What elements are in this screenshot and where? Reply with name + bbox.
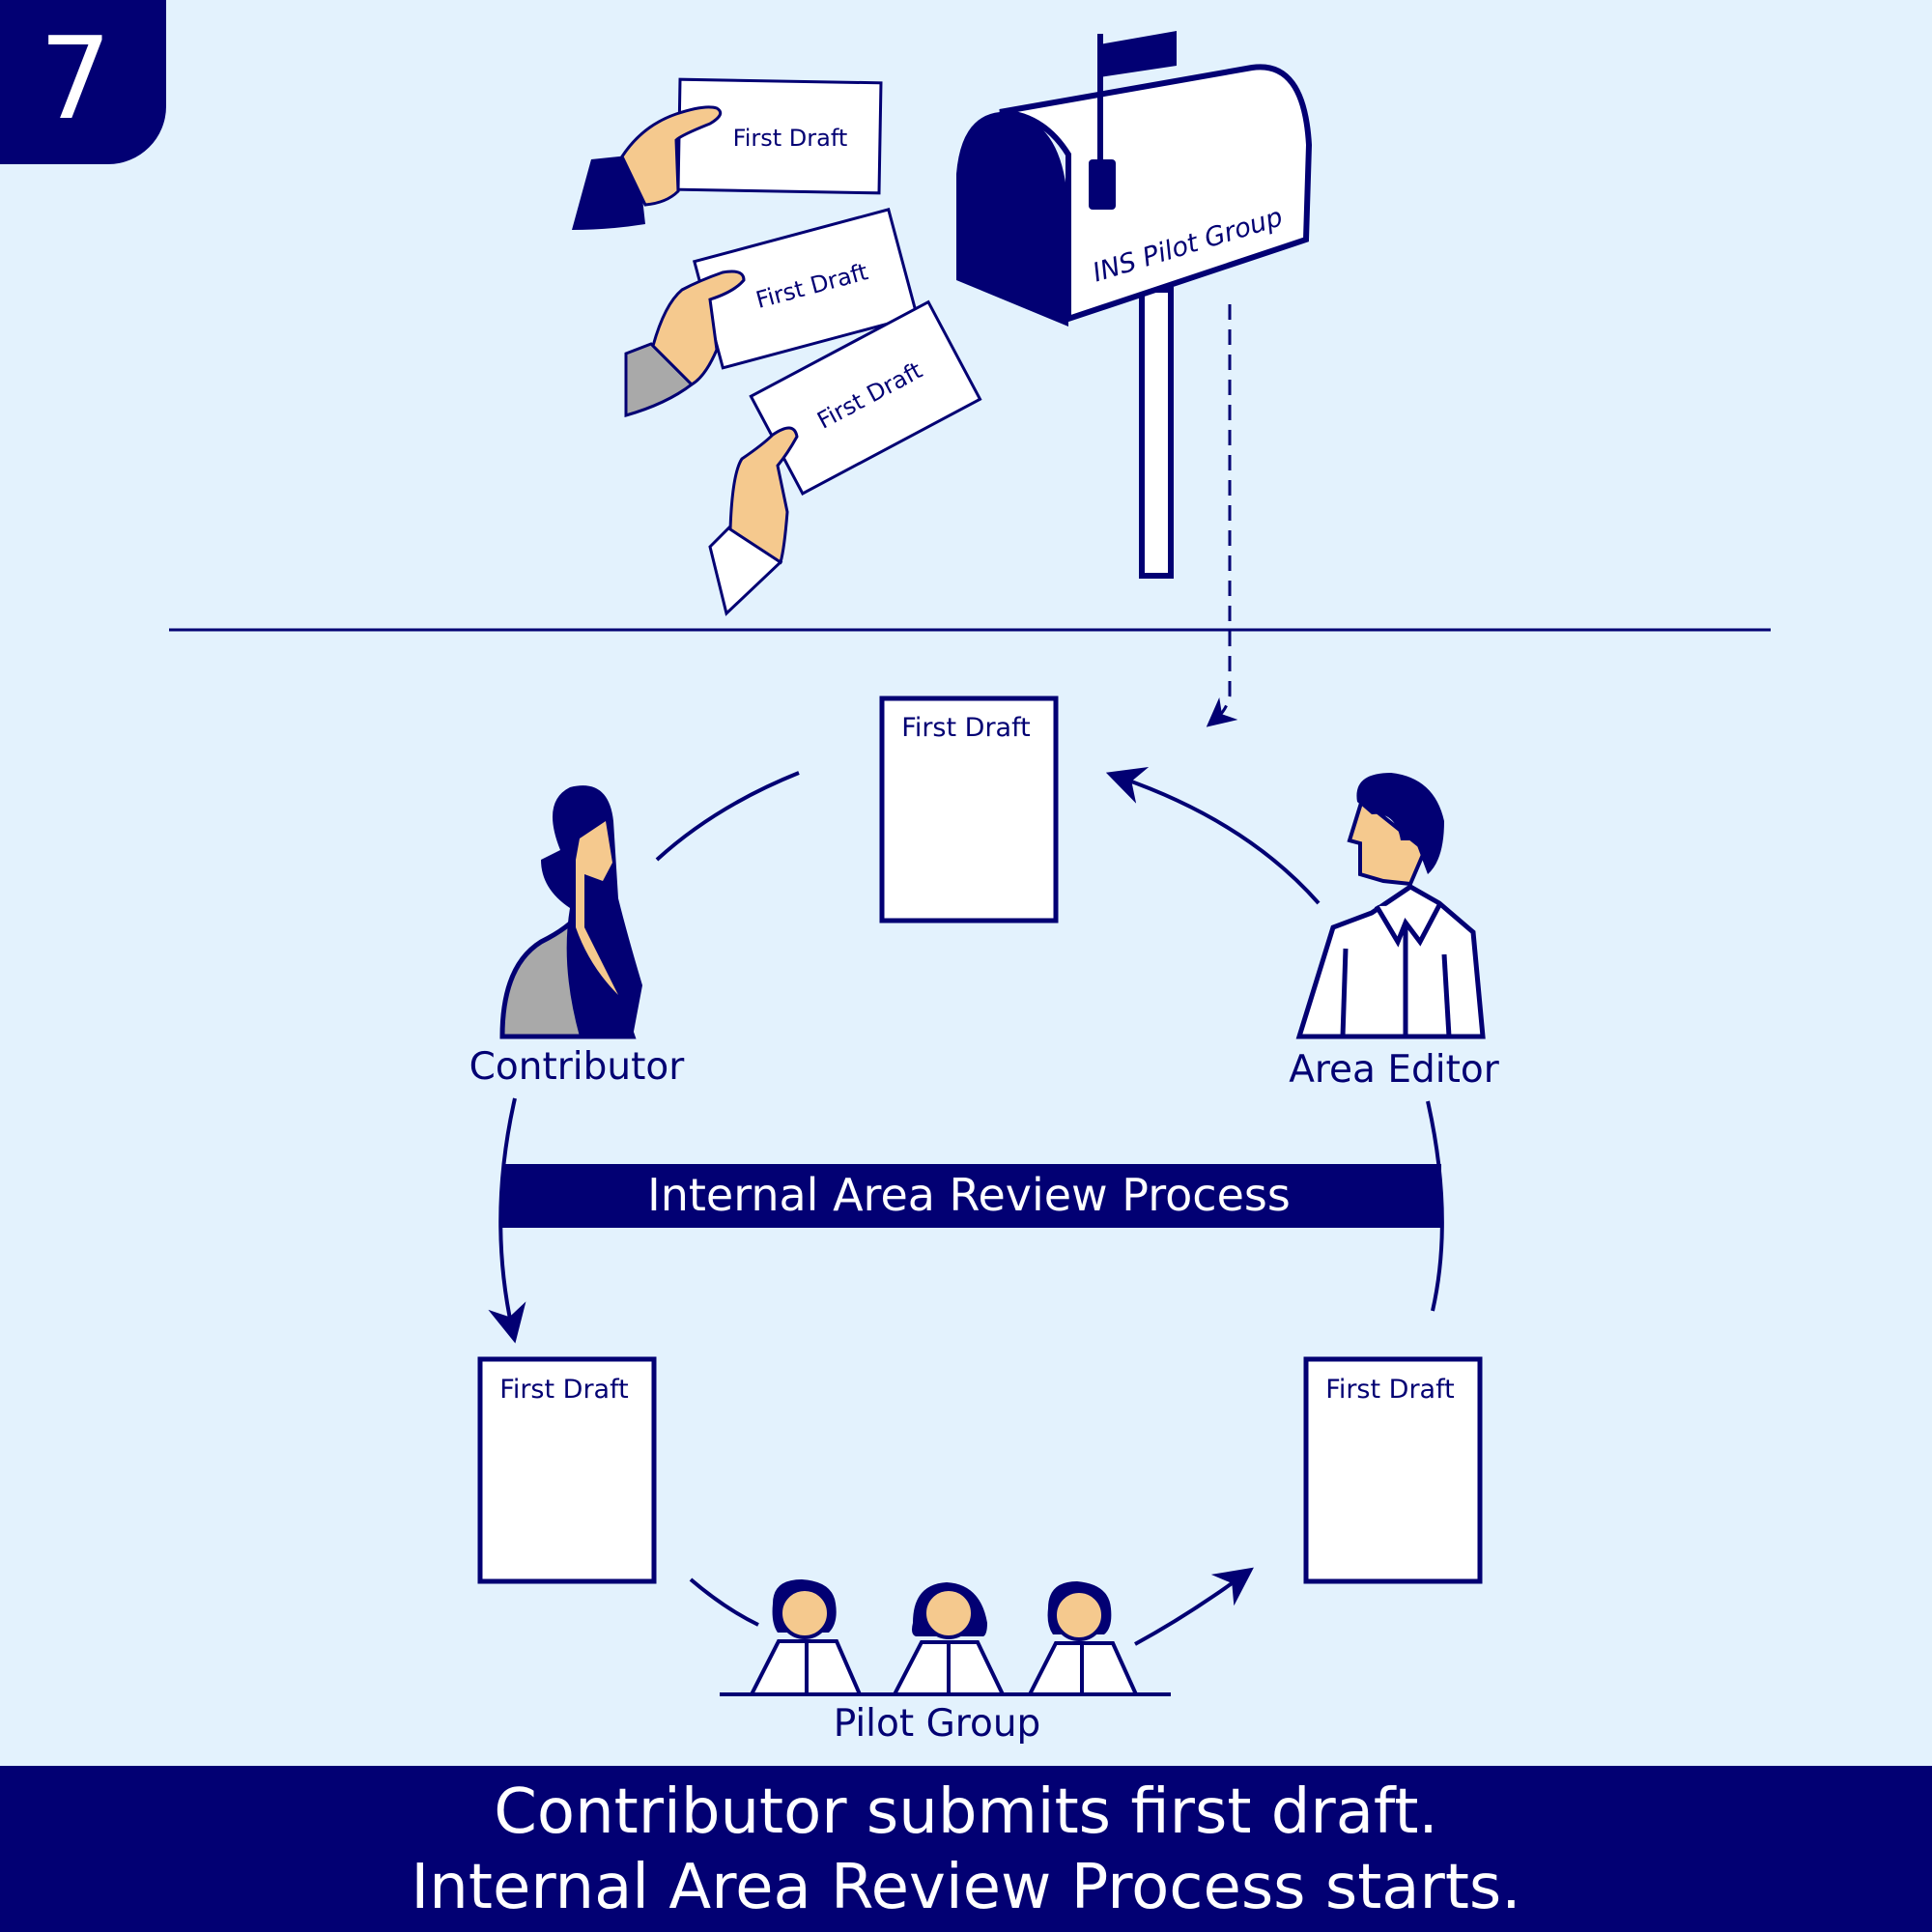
arrow-editor-to-top: [1105, 766, 1321, 905]
contributor-figure: [499, 785, 642, 1039]
mailbox-body: [999, 64, 1313, 324]
step-number: 7: [39, 12, 111, 145]
pilot-group: [720, 1579, 1171, 1696]
mailbox-latch: [1089, 159, 1116, 210]
document-right-label: First Draft: [1325, 1375, 1454, 1405]
arrow-contributor-to-left-doc: [488, 1097, 526, 1344]
document-left-label: First Draft: [499, 1375, 628, 1405]
process-banner-label: Internal Area Review Process: [647, 1169, 1291, 1221]
document-top-label: First Draft: [901, 713, 1030, 743]
document-left: First Draft: [477, 1356, 657, 1584]
pilot-member-2: [891, 1582, 1007, 1696]
sleeve-navy: [572, 155, 645, 230]
hand-with-card-1: First Draft: [572, 77, 883, 230]
contributor-face: [576, 821, 618, 995]
pilot-member-1: [748, 1579, 864, 1696]
hand-with-card-3: First Draft: [708, 299, 982, 616]
mailbox-door: [956, 112, 1068, 327]
arc-left-doc-to-pilot: [689, 1577, 759, 1627]
pilot-group-label: Pilot Group: [834, 1702, 1041, 1746]
hand-3: [728, 426, 799, 565]
contributor-label: Contributor: [469, 1045, 686, 1089]
caption-line-2: Internal Area Review Process starts.: [411, 1852, 1520, 1923]
contributor-hair: [541, 785, 642, 1037]
area-editor-figure: [1295, 773, 1486, 1039]
hand-2: [651, 270, 746, 386]
mailbox-post: [1139, 287, 1174, 579]
document-right: First Draft: [1303, 1356, 1483, 1584]
arrow-pilot-to-right-doc: [1134, 1567, 1254, 1646]
area-editor-label: Area Editor: [1289, 1048, 1500, 1092]
arc-contributor-to-top: [655, 771, 800, 862]
draft-card-1-label: First Draft: [733, 125, 848, 152]
caption-bar: Contributor submits first draft. Interna…: [0, 1766, 1932, 1932]
mailbox-flag-pole: [1097, 34, 1103, 193]
document-top: First Draft: [879, 696, 1059, 923]
process-banner: Internal Area Review Process: [502, 1164, 1441, 1228]
pilot-member-3: [1026, 1581, 1140, 1696]
mailbox-flag: [1099, 31, 1177, 77]
arc-right-doc-to-editor: [1426, 1100, 1444, 1312]
area-editor-hair: [1356, 773, 1444, 874]
dashed-delivery-arrow: [1206, 304, 1238, 727]
hand-with-card-2: First Draft: [624, 208, 920, 417]
mailbox: INS Pilot Group: [956, 31, 1313, 579]
step-badge: 7: [0, 0, 166, 164]
caption-line-1: Contributor submits first draft.: [494, 1776, 1438, 1848]
hand-1: [620, 105, 723, 207]
